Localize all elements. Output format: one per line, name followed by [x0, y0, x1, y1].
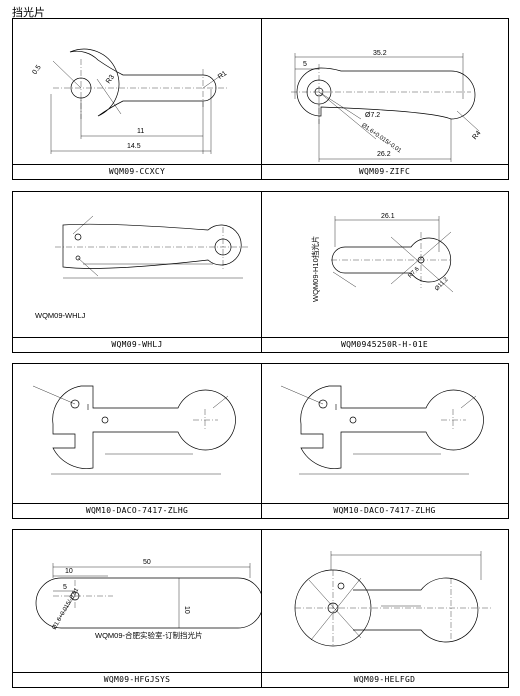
drawing-row-2: WQM09-WHLJ WQM09-WHLJ 26.1 R7.6 Ø11.2 WQ…: [12, 191, 509, 353]
caption: WQM0945250R-H-01E: [261, 337, 508, 352]
caption: WQM09-HFGJSYS: [13, 672, 261, 687]
drawing-panel-hfgjsys[interactable]: 50 10 5 10 Ø1.6+0.015/-0.01 WQM09-合肥实验室-…: [13, 530, 262, 687]
drawing-zifc: 35.2 5 Ø7.2 Ø1.6+0.015/-0.01 R4 26.2: [291, 50, 483, 162]
side-note: WQM09-H10挡光片: [310, 236, 320, 302]
drawing-panel-helfgd[interactable]: WQM09-HELFGD: [261, 530, 508, 687]
caption: WQM09-ZIFC: [261, 164, 508, 179]
dim-offset: 10: [65, 568, 73, 575]
part-note: WQM09-WHLJ: [35, 311, 86, 320]
dim-width: 50: [143, 559, 151, 566]
dim-inner-width: 26.2: [377, 151, 391, 158]
dim-radius: R4: [471, 130, 482, 141]
drawing-panel-45250r[interactable]: 26.1 R7.6 Ø11.2 WQM09-H10挡光片 WQM0945250R…: [261, 192, 508, 352]
caption: WQM09-HELFGD: [261, 672, 508, 687]
dim-hole-dia: Ø7.2: [365, 112, 380, 119]
dim-small-radius: R1: [217, 70, 228, 81]
drawing-row-4: 50 10 5 10 Ø1.6+0.015/-0.01 WQM09-合肥实验室-…: [12, 529, 509, 688]
drawing-zlhg-2: [280, 385, 484, 475]
drawing-panel-ccxcy[interactable]: 0.5 R3 R1 11 14.5 WQM09-CCXCY: [13, 19, 262, 179]
drawing-whlj: WQM09-WHLJ: [35, 215, 248, 320]
dim-width: 26.1: [381, 213, 395, 220]
caption: WQM09-WHLJ: [13, 337, 261, 352]
dim-offset: 5: [303, 61, 307, 68]
drawing-panel-zifc[interactable]: 35.2 5 Ø7.2 Ø1.6+0.015/-0.01 R4 26.2 WQM…: [261, 19, 508, 179]
dim-hole-dia: 0.5: [31, 64, 42, 76]
dim-tolerance: Ø1.6+0.015/-0.01: [52, 587, 81, 631]
drawing-panel-zlhg-2[interactable]: WQM10-DACO-7417-ZLHG: [261, 364, 508, 518]
part-note: WQM09-合肥实验室-订制挡光片: [95, 630, 203, 640]
caption: WQM10-DACO-7417-ZLHG: [13, 503, 261, 518]
drawing-helfgd: [294, 551, 491, 647]
drawing-row-3: WQM10-DACO-7417-ZLHG WQM10-DACO-7417-ZLH…: [12, 363, 509, 519]
dim-height: 10: [183, 606, 190, 614]
caption: WQM09-CCXCY: [13, 164, 261, 179]
dim-small: 5: [63, 584, 67, 591]
page-title: 挡光片: [12, 6, 45, 19]
drawing-45250r: 26.1 R7.6 Ø11.2 WQM09-H10挡光片: [310, 213, 454, 302]
drawing-panel-whlj[interactable]: WQM09-WHLJ WQM09-WHLJ: [13, 192, 262, 352]
dim-total-length: 14.5: [127, 143, 141, 150]
dim-diameter: Ø11.2: [434, 276, 450, 292]
drawing-panel-zlhg-1[interactable]: WQM10-DACO-7417-ZLHG: [13, 364, 262, 518]
drawing-hfgjsys: 50 10 5 10 Ø1.6+0.015/-0.01 WQM09-合肥实验室-…: [35, 559, 261, 640]
drawing-ccxcy: 0.5 R3 R1 11 14.5: [31, 48, 228, 154]
dim-large-radius: R3: [105, 74, 116, 85]
drawing-zlhg-1: [32, 385, 236, 475]
dim-inner-length: 11: [137, 128, 144, 135]
dim-tolerance: Ø1.6+0.015/-0.01: [360, 123, 402, 155]
drawing-row-1: 0.5 R3 R1 11 14.5 WQM09-CCXCY: [12, 18, 509, 180]
caption: WQM10-DACO-7417-ZLHG: [261, 503, 508, 518]
dim-total-width: 35.2: [373, 50, 387, 57]
